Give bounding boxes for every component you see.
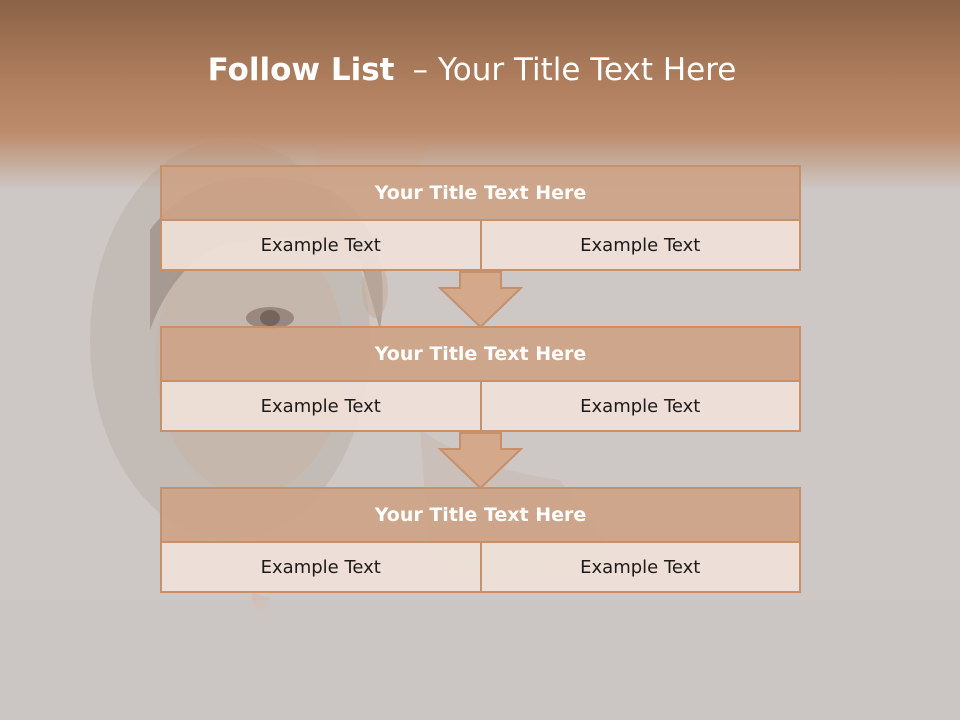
list-block-1: Your Title Text Here Example Text Exampl… — [160, 165, 801, 271]
block-title: Your Title Text Here — [160, 165, 801, 221]
block-title: Your Title Text Here — [160, 326, 801, 382]
block-cell-left: Example Text — [260, 234, 381, 256]
block-row: Example Text Example Text — [160, 382, 801, 432]
block-cell-right: Example Text — [479, 221, 800, 269]
list-block-2: Your Title Text Here Example Text Exampl… — [160, 326, 801, 432]
block-cell-right: Example Text — [479, 543, 800, 591]
title-bar — [0, 0, 960, 190]
slide-title-bold: Follow List — [207, 52, 395, 88]
block-row: Example Text Example Text — [160, 221, 801, 271]
block-title: Your Title Text Here — [160, 487, 801, 543]
slide-title-rest: Your Title Text Here — [437, 52, 737, 88]
list-block-3: Your Title Text Here Example Text Exampl… — [160, 487, 801, 593]
block-cell-left: Example Text — [260, 395, 381, 417]
block-row: Example Text Example Text — [160, 543, 801, 593]
block-cell-left: Example Text — [260, 556, 381, 578]
slide-title-separator: – — [412, 52, 428, 88]
down-arrow-icon — [438, 432, 523, 490]
block-cell-right: Example Text — [479, 382, 800, 430]
down-arrow-icon — [438, 271, 523, 329]
slide-title: Follow List–Your Title Text Here — [0, 52, 944, 88]
